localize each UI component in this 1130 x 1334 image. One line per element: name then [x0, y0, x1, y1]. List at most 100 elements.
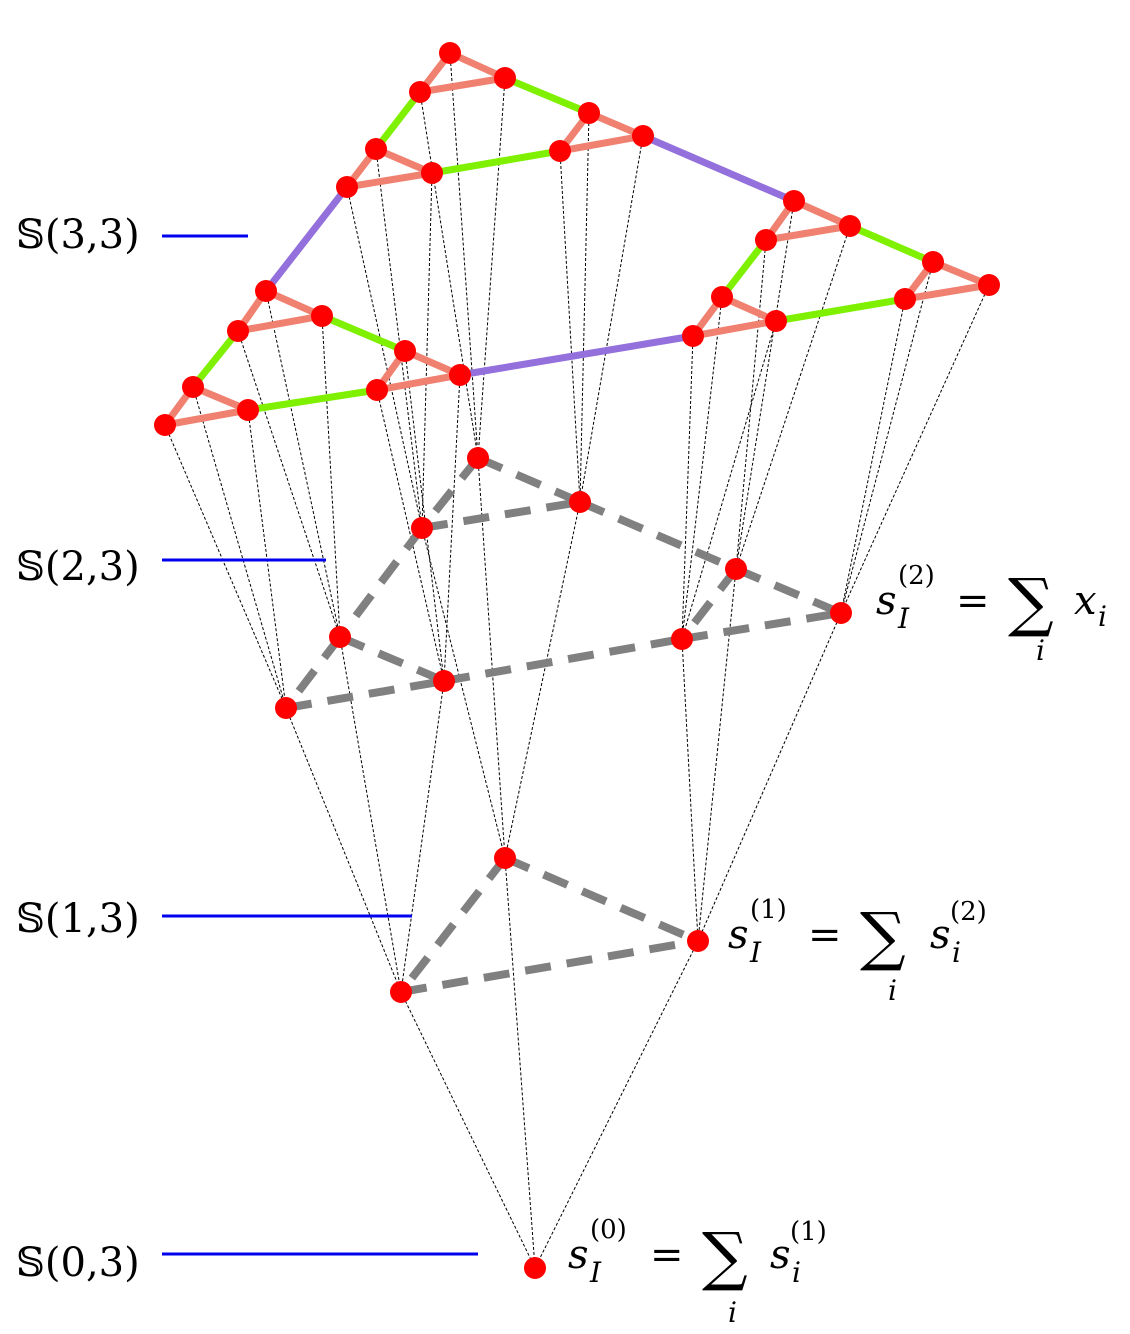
node-level3	[237, 399, 259, 421]
projection-lines	[164, 52, 990, 1269]
dashed-edge	[285, 677, 445, 712]
formula-s0-term: s	[770, 1232, 791, 1278]
dashed-edge	[397, 855, 509, 995]
formula-s2-term: x	[1074, 578, 1097, 624]
node-level3	[227, 320, 249, 342]
projection-line	[449, 52, 479, 459]
projection-line	[321, 315, 341, 638]
node-level3	[365, 138, 387, 160]
formula-s0-symbol: s	[568, 1232, 589, 1278]
projection-line	[840, 298, 906, 614]
projection-line	[735, 200, 795, 570]
dashed-edge	[282, 634, 344, 711]
projection-line	[735, 225, 851, 570]
triangle-edge	[234, 312, 326, 335]
node-level3	[255, 280, 277, 302]
node-level1	[687, 930, 709, 952]
projection-line	[346, 186, 423, 529]
node-level3	[366, 379, 388, 401]
projection-line	[285, 707, 402, 993]
node-level3	[839, 215, 861, 237]
projection-line	[681, 296, 723, 640]
projection-line	[164, 424, 287, 709]
formula-s0-subscript: I	[589, 1256, 602, 1289]
projection-line	[697, 612, 842, 942]
projection-line	[375, 148, 423, 529]
projection-line	[504, 501, 581, 859]
projection-line	[534, 940, 699, 1269]
node-level3	[711, 286, 733, 308]
projection-line	[559, 150, 581, 503]
node-level3	[755, 229, 777, 251]
node-level3	[154, 414, 176, 436]
formula-s2-term-subscript: i	[1098, 600, 1107, 633]
level-label-s23: 𝕊(2,3)	[16, 544, 140, 590]
node-level3	[894, 288, 916, 310]
projection-line	[681, 320, 777, 640]
purple-edge	[456, 332, 697, 379]
dashed-edge	[681, 609, 842, 643]
formula-s1-sum-index: i	[888, 974, 897, 1007]
node-level3	[409, 81, 431, 103]
formula-s1-term-subscript: i	[952, 936, 961, 969]
projection-line	[400, 991, 536, 1269]
formula-s0-sum: ∑	[702, 1220, 748, 1294]
node-level2	[467, 447, 489, 469]
formula-s1-subscript: I	[749, 936, 762, 969]
formula-s2-sum-index: i	[1036, 634, 1045, 667]
node-level2	[411, 517, 433, 539]
formula-s2-subscript: I	[897, 602, 910, 635]
node-level3	[449, 364, 471, 386]
formula-s1: s (1) I = ∑ i s (2) i	[728, 895, 987, 1007]
projection-line	[265, 290, 341, 638]
projection-line	[681, 335, 694, 640]
node-level2	[329, 626, 351, 648]
node-level3	[311, 305, 333, 327]
green-edge	[244, 386, 381, 414]
projection-line	[404, 350, 445, 682]
dashed-edge	[734, 565, 843, 617]
dashed-edge	[443, 635, 683, 685]
projection-line	[400, 680, 445, 993]
triangle-edge	[373, 371, 464, 394]
formula-s0-superscript: (0)	[590, 1215, 627, 1245]
node-level3	[394, 340, 416, 362]
node-level2	[275, 697, 297, 719]
formula-s2-symbol: s	[876, 578, 897, 624]
dashed-edge	[336, 525, 426, 640]
triangle-edge	[901, 281, 993, 303]
node-level3	[336, 176, 358, 198]
level-markers	[162, 234, 478, 1256]
node-level3	[549, 140, 571, 162]
node-level1	[390, 981, 412, 1003]
dashed-edge	[476, 454, 582, 506]
node-level3	[682, 325, 704, 347]
projection-line	[192, 386, 287, 709]
graph-edges	[161, 49, 993, 996]
purple-edge	[639, 132, 798, 205]
projection-line	[504, 857, 536, 1269]
projection-line	[443, 374, 461, 682]
projection-line	[477, 457, 506, 859]
node-level3	[765, 310, 787, 332]
triangle-edge	[762, 222, 854, 244]
formula-s0-term-subscript: i	[792, 1256, 801, 1289]
triangle-edge	[416, 74, 509, 96]
level-label-s33: 𝕊(3,3)	[16, 212, 140, 258]
formula-s1-sum: ∑	[860, 900, 906, 974]
projection-line	[697, 568, 737, 942]
formula-s0-sum-index: i	[728, 1296, 737, 1329]
projection-line	[421, 527, 506, 859]
triangle-edge	[556, 132, 647, 155]
node-level3	[494, 67, 516, 89]
formula-s1-superscript: (1)	[750, 895, 787, 925]
formula-s1-equals: =	[808, 912, 842, 958]
node-level3	[578, 102, 600, 124]
formula-s2-sum: ∑	[1008, 566, 1054, 640]
projection-line	[419, 91, 479, 459]
projection-line	[237, 330, 341, 638]
green-edge	[846, 222, 937, 266]
dashed-edge	[678, 566, 740, 642]
triangle-edge	[689, 317, 780, 340]
